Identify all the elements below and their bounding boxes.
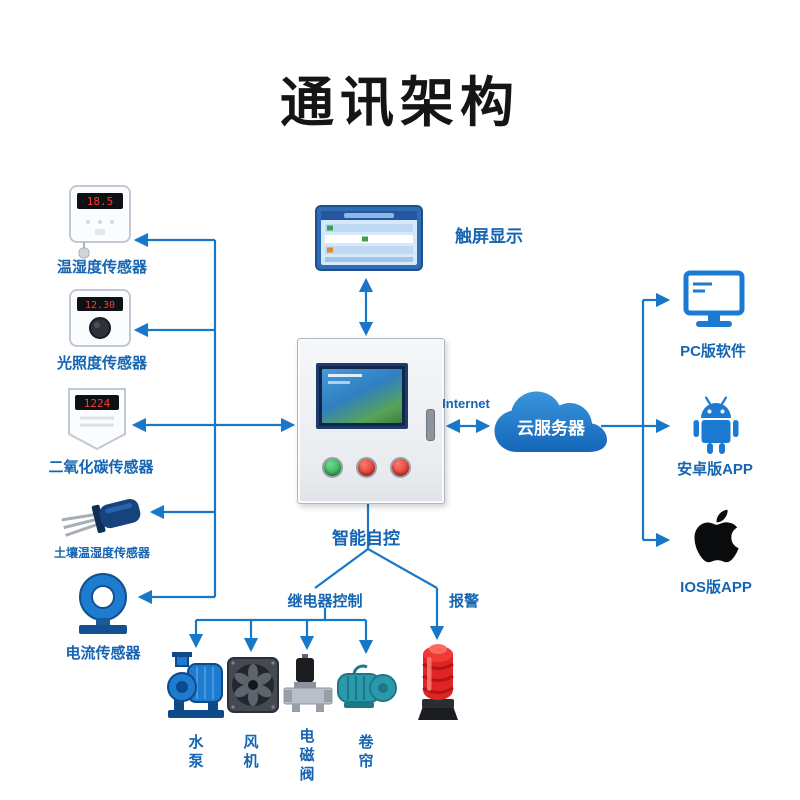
alarm-beacon-icon <box>410 636 466 727</box>
relay-control-label: 继电器控制 <box>287 593 363 610</box>
cabinet-screen <box>316 363 408 429</box>
fan-label: 风机 <box>243 734 259 770</box>
cabinet-green-button-icon <box>322 457 343 478</box>
solenoid-valve-icon <box>282 652 334 721</box>
touch-screen-label: 触屏显示 <box>455 227 523 246</box>
water-pump-label: 水泵 <box>188 734 204 770</box>
ios-client-label: IOS版APP <box>680 579 752 596</box>
control-cabinet-icon <box>297 338 445 504</box>
temp-sensor-reading: 18.5 <box>87 195 114 208</box>
light-sensor-reading: 12.30 <box>85 300 115 311</box>
android-client-label: 安卓版APP <box>677 461 753 478</box>
roller-shutter-label: 卷帘 <box>358 734 374 770</box>
water-pump-icon <box>166 650 226 725</box>
temp-humidity-sensor-label: 温湿度传感器 <box>56 259 148 276</box>
android-icon <box>690 394 742 461</box>
page-title: 通讯架构 <box>280 73 520 133</box>
co2-sensor-label: 二氧化碳传感器 <box>48 459 154 476</box>
current-sensor-label: 电流传感器 <box>65 645 141 662</box>
cabinet-red-button-icon <box>356 457 377 478</box>
apple-icon <box>694 506 739 571</box>
light-sensor-icon: 12.30 <box>68 288 132 353</box>
cloud-server-label: 云服务器 <box>517 418 585 438</box>
fan-icon <box>226 656 280 719</box>
touch-screen-icon <box>314 204 424 277</box>
co2-sensor-icon: 1224 <box>66 386 128 457</box>
current-sensor-icon <box>70 570 136 641</box>
pc-monitor-icon <box>682 270 746 335</box>
cabinet-red-button2-icon <box>390 457 411 478</box>
internet-label: Internet <box>442 396 490 411</box>
alarm-label: 报警 <box>448 593 480 610</box>
controller-label: 智能自控 <box>332 529 400 548</box>
roller-shutter-motor-icon <box>336 658 398 721</box>
split-to-relay <box>314 548 369 589</box>
solenoid-valve-label: 电磁阀 <box>299 728 315 783</box>
pc-client-label: PC版软件 <box>680 343 746 360</box>
temp-humidity-sensor-icon: 18.5 <box>68 184 132 265</box>
split-to-alarm <box>367 548 438 589</box>
cabinet-handle-icon <box>426 409 435 441</box>
soil-sensor-label: 土壤温湿度传感器 <box>53 546 151 560</box>
soil-sensor-icon <box>56 488 148 549</box>
cloud-server-icon: 云服务器 <box>490 386 612 466</box>
light-sensor-label: 光照度传感器 <box>56 355 148 372</box>
co2-sensor-reading: 1224 <box>84 397 111 410</box>
